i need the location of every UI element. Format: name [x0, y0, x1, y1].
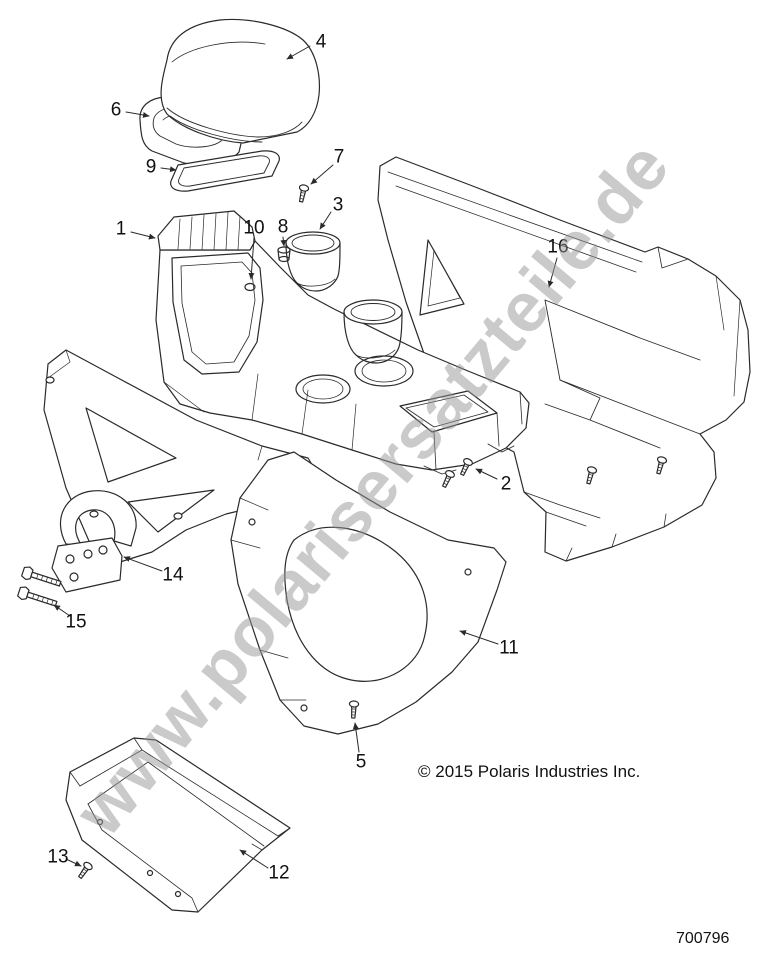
callout-14: 14 [162, 564, 184, 586]
callout-5: 5 [355, 751, 367, 773]
part-3-cupholders-drawing [285, 231, 403, 364]
callout-1: 1 [115, 218, 127, 240]
leader-8 [280, 236, 287, 247]
leader-5 [352, 722, 360, 753]
callout-10: 10 [243, 217, 265, 239]
part-8-nut-drawing [277, 246, 291, 263]
callout-4: 4 [315, 31, 327, 53]
callout-12: 12 [268, 862, 290, 884]
part-1-console-body-drawing [155, 210, 530, 475]
leader-7 [310, 164, 334, 185]
leader-2 [475, 468, 498, 480]
leader-10 [248, 237, 255, 280]
callout-7: 7 [333, 146, 345, 168]
callout-3: 3 [332, 194, 344, 216]
figure-number: 700796 [676, 930, 730, 947]
part-9-seal-drawing [170, 150, 280, 192]
leader-14 [123, 556, 163, 572]
callout-13: 13 [47, 846, 69, 868]
callout-16: 16 [547, 236, 569, 258]
leader-3 [319, 211, 332, 230]
part-14-bracket-drawing [51, 490, 137, 593]
callout-15: 15 [65, 611, 87, 633]
callout-9: 9 [145, 156, 157, 178]
part-12-floor-panel-drawing [65, 737, 291, 913]
part-4-lid-drawing [160, 18, 321, 144]
part-13-screw-drawing [75, 860, 95, 881]
part-11-mount-frame-drawing [230, 451, 507, 735]
callout-2: 2 [500, 473, 512, 495]
leader-1 [130, 231, 156, 240]
callout-11: 11 [499, 637, 519, 659]
copyright-text: © 2015 Polaris Industries Inc. [418, 762, 641, 781]
leader-6 [125, 111, 150, 118]
leader-12 [239, 849, 269, 869]
callout-8: 8 [277, 216, 289, 238]
leader-16 [547, 257, 558, 288]
leader-lines [53, 45, 558, 869]
leader-15 [53, 604, 71, 617]
callout-6: 6 [110, 99, 122, 121]
part-7-screw-drawing [295, 183, 310, 204]
leader-4 [286, 45, 311, 60]
leader-11 [459, 630, 499, 645]
leader-9 [160, 166, 177, 173]
leader-13 [65, 858, 82, 867]
